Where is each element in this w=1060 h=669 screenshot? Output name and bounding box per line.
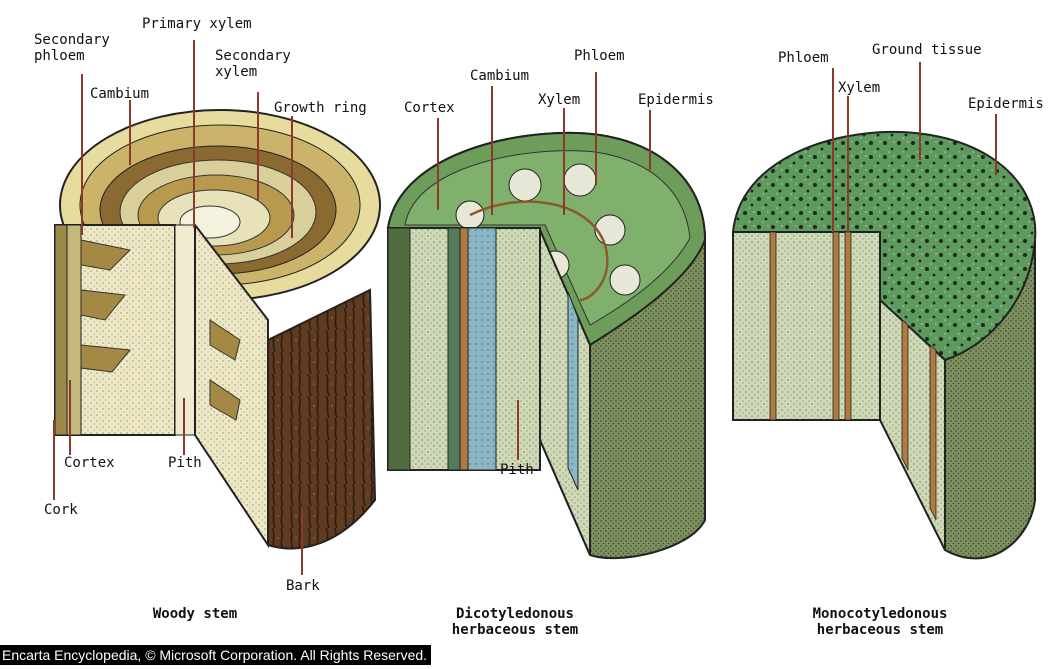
- label-epidermis-monocot: Epidermis: [968, 96, 1044, 112]
- label-epidermis-dicot: Epidermis: [638, 92, 714, 108]
- label-cambium-woody: Cambium: [90, 86, 149, 102]
- copyright-credit: Encarta Encyclopedia, © Microsoft Corpor…: [0, 645, 431, 665]
- caption-woody-stem: Woody stem: [130, 606, 260, 622]
- label-cortex-dicot: Cortex: [404, 100, 455, 116]
- label-primary-xylem: Primary xylem: [142, 16, 252, 32]
- dicot-stem-illustration: [388, 133, 705, 558]
- label-secondary-xylem: Secondary xylem: [215, 48, 325, 80]
- woody-stem-illustration: [55, 110, 380, 549]
- caption-dicot-stem: Dicotyledonous herbaceous stem: [430, 606, 600, 638]
- monocot-stem-illustration: [733, 132, 1035, 558]
- label-cork: Cork: [44, 502, 78, 518]
- label-pith-dicot: Pith: [500, 462, 534, 478]
- label-growth-ring: Growth ring: [274, 100, 367, 116]
- caption-monocot-stem: Monocotyledonous herbaceous stem: [790, 606, 970, 638]
- label-xylem-dicot: Xylem: [538, 92, 580, 108]
- label-cortex-woody: Cortex: [64, 455, 115, 471]
- label-bark: Bark: [286, 578, 320, 594]
- label-xylem-monocot: Xylem: [838, 80, 880, 96]
- label-phloem-dicot: Phloem: [574, 48, 625, 64]
- label-secondary-phloem: Secondary phloem: [34, 32, 144, 64]
- label-phloem-monocot: Phloem: [778, 50, 829, 66]
- label-pith-woody: Pith: [168, 455, 202, 471]
- label-ground-tissue: Ground tissue: [872, 42, 982, 58]
- label-cambium-dicot: Cambium: [470, 68, 529, 84]
